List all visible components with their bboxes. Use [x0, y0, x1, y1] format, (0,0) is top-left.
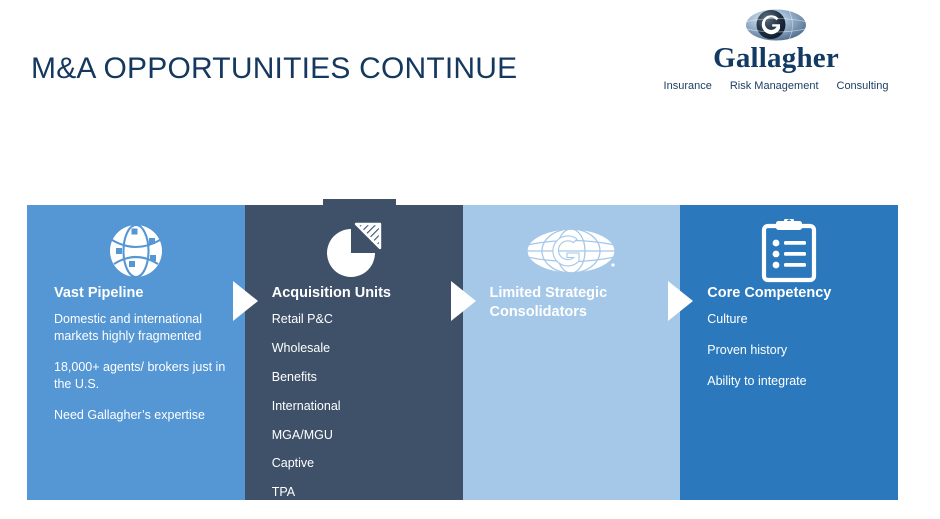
column-items: Culture Proven history Ability to integr…	[707, 311, 886, 404]
diagram-column-acquisition-units[interactable]: Acquisition Units Retail P&C Wholesale B…	[244, 199, 463, 500]
tagline-insurance: Insurance	[663, 80, 712, 93]
column-heading: Acquisition Units	[271, 285, 391, 301]
list-item: 18,000+ agents/ brokers just in the U.S.	[54, 359, 226, 391]
gallagher-globe-g-icon	[746, 9, 806, 41]
pie-chart-icon	[245, 217, 463, 285]
list-item: Captive	[271, 456, 315, 471]
column-heading: Vast Pipeline	[54, 285, 144, 301]
arrow-right-icon	[451, 281, 476, 321]
arrow-right-icon	[668, 281, 693, 321]
diagram-column-vast-pipeline[interactable]: Vast Pipeline Domestic and international…	[27, 205, 245, 500]
list-item: Retail P&C	[271, 312, 333, 326]
list-item: Ability to integrate	[707, 373, 807, 388]
gallagher-globe-g-icon	[463, 217, 681, 285]
clipboard-checklist-icon	[680, 217, 898, 285]
column-items: Retail P&C Wholesale Benefits Internatio…	[272, 311, 451, 513]
list-item: Domestic and international markets highl…	[54, 312, 202, 343]
list-item: TPA	[271, 485, 296, 500]
tagline-risk-management: Risk Management	[729, 80, 819, 93]
list-item: Need Gallagher’s expertise	[54, 407, 206, 422]
brand-wordmark: Gallagher	[713, 42, 839, 74]
process-diagram: Vast Pipeline Domestic and international…	[27, 199, 898, 500]
diagram-column-limited-strategic-consolidators[interactable]: Limited Strategic Consolidators	[462, 205, 681, 500]
page-title: M&A OPPORTUNITIES CONTINUE	[31, 52, 518, 85]
list-item: Wholesale	[271, 340, 331, 355]
list-item: International	[271, 398, 341, 413]
network-globe-icon	[27, 217, 245, 285]
brand-logo: Gallagher Insurance Risk Management Cons…	[664, 8, 889, 93]
list-item: Benefits	[271, 369, 317, 384]
tagline-consulting: Consulting	[836, 80, 889, 93]
column-heading: Limited Strategic Consolidators	[489, 285, 608, 321]
list-item: MGA/MGU	[271, 427, 333, 442]
column-items: Domestic and international markets highl…	[54, 311, 233, 437]
column-tab-notch	[322, 199, 396, 205]
list-item: Proven history	[707, 342, 788, 357]
list-item: Culture	[707, 312, 748, 326]
brand-tagline: Insurance Risk Management Consulting	[664, 79, 889, 93]
column-heading: Core Competency	[707, 285, 832, 301]
diagram-column-core-competency[interactable]: Core Competency Culture Proven history A…	[680, 205, 898, 500]
arrow-right-icon	[233, 281, 258, 321]
